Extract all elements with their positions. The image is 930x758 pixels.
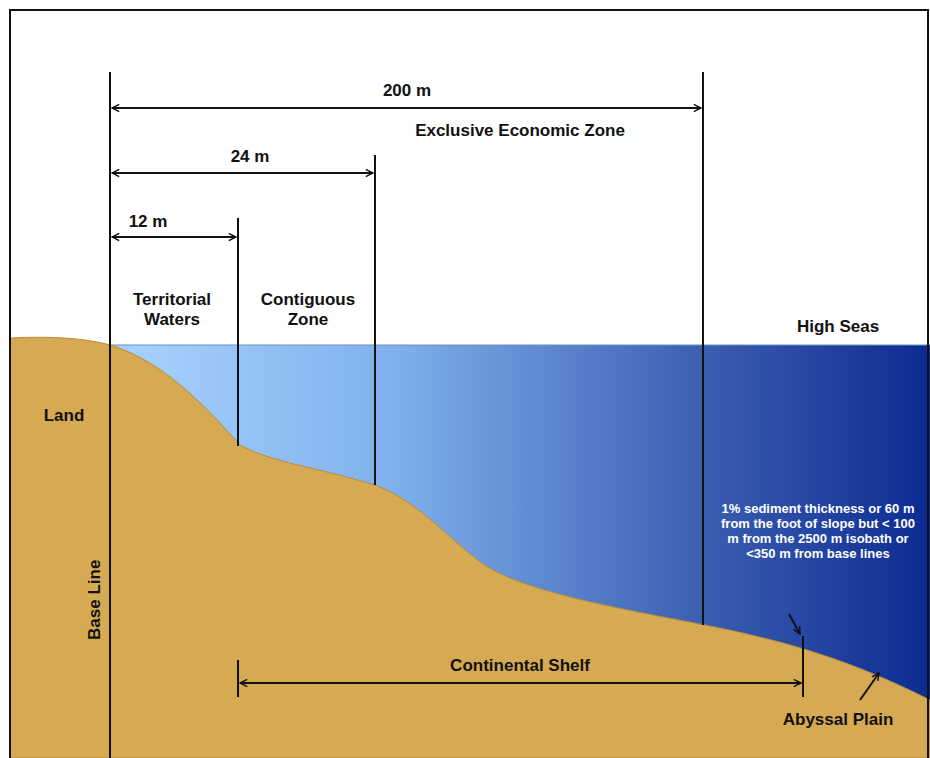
sea-surface [110,345,930,346]
territorial-limit [237,218,239,446]
seabed-label: Abyssal Plain [783,710,894,730]
zone-label: Territorial Waters [116,290,228,329]
base-line [109,72,111,758]
shelf-label: Continental Shelf [450,656,590,676]
dimension-label: 12 m [129,212,168,232]
base-line-label: Base Line [85,560,105,640]
eez-limit [702,72,704,625]
dimension-arrow [112,172,373,174]
land-and-seabed [10,337,930,758]
outer-limit-note: 1% sediment thickness or 60 m from the f… [715,502,921,562]
contiguous-limit [374,155,376,485]
dimension-arrow [240,682,801,684]
zone-label: Exclusive Economic Zone [415,121,625,141]
dimension-label: 200 m [383,81,431,101]
shelf-end-tick [802,636,804,697]
dimension-arrow [112,236,236,238]
leader-arrow [789,614,800,634]
frame [10,10,928,758]
shelf-start-tick [237,660,239,697]
leader-arrow [860,673,879,700]
zone-label: High Seas [797,317,879,337]
dimension-label: 24 m [231,147,270,167]
zone-label: Contiguous Zone [252,290,364,329]
dimension-arrow [112,107,701,109]
land-label: Land [44,406,85,426]
